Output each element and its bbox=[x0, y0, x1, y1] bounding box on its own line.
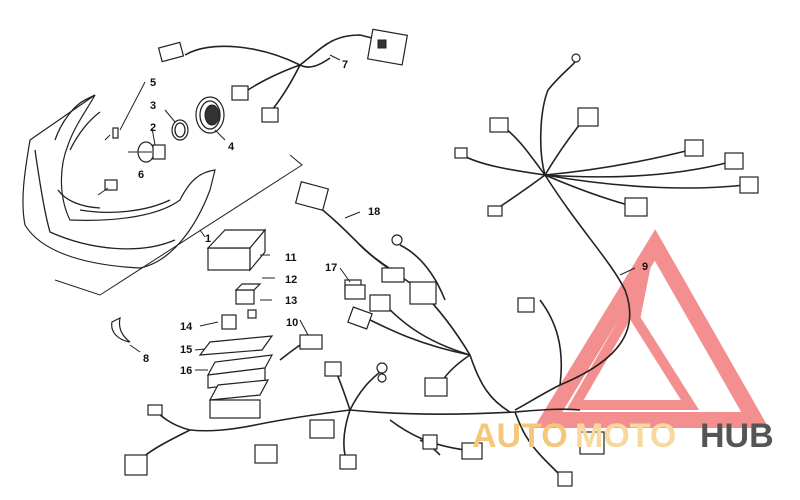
main-harness-lower bbox=[124, 279, 605, 487]
fuse-box-cover bbox=[198, 335, 274, 356]
screw bbox=[104, 127, 119, 141]
gasket-ring bbox=[111, 316, 131, 343]
callout-7: 7 bbox=[342, 59, 348, 71]
watermark-text: AUTO MOTO HUB bbox=[472, 417, 774, 455]
callout-leaders bbox=[119, 54, 636, 371]
callout-8: 8 bbox=[143, 353, 149, 365]
headlight-housing bbox=[22, 94, 216, 269]
flasher-relay bbox=[221, 314, 237, 330]
fuse-block-assembly bbox=[208, 379, 270, 419]
main-harness-upper bbox=[454, 53, 759, 411]
watermark-hub: HUB bbox=[700, 417, 774, 455]
callout-15: 15 bbox=[180, 344, 192, 356]
callout-4: 4 bbox=[228, 141, 235, 153]
callout-18: 18 bbox=[368, 206, 380, 218]
headlight-bulb bbox=[128, 141, 166, 163]
headlight-harness bbox=[157, 28, 409, 123]
watermark-logo bbox=[533, 229, 769, 428]
connector-17 bbox=[344, 284, 366, 300]
sub-harness bbox=[294, 181, 471, 356]
callout-6: 6 bbox=[138, 169, 144, 181]
callout-17: 17 bbox=[325, 262, 337, 274]
dust-boot bbox=[195, 96, 225, 134]
callout-16: 16 bbox=[180, 365, 192, 377]
position-lamp bbox=[97, 179, 118, 196]
callout-12: 12 bbox=[285, 274, 297, 286]
callout-9: 9 bbox=[642, 261, 648, 273]
callout-10: 10 bbox=[286, 317, 298, 329]
callout-3: 3 bbox=[150, 100, 156, 112]
callout-14: 14 bbox=[180, 321, 193, 333]
watermark-moto: MOTO bbox=[575, 417, 676, 455]
callout-13: 13 bbox=[285, 295, 297, 307]
fuse bbox=[247, 309, 257, 319]
watermark-auto: AUTO bbox=[472, 417, 568, 455]
callout-1: 1 bbox=[205, 233, 211, 245]
relay-small bbox=[234, 283, 262, 305]
bulb-retainer-ring bbox=[171, 119, 189, 141]
callout-5: 5 bbox=[150, 77, 156, 89]
connector-10 bbox=[279, 334, 323, 361]
assembly-bracket-line bbox=[54, 154, 303, 296]
callout-11: 11 bbox=[285, 252, 297, 264]
callout-2: 2 bbox=[150, 122, 156, 134]
relay-large bbox=[206, 228, 267, 272]
